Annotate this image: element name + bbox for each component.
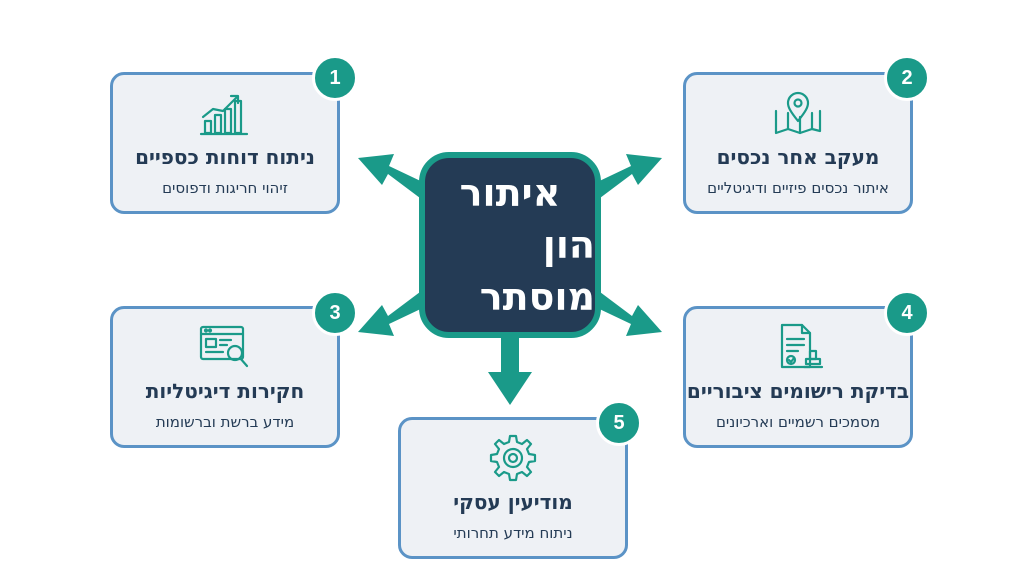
card-financial-reports: ניתוח דוחות כספיים זיהוי חריגות ודפוסים <box>110 72 340 214</box>
card-title: מודיעין עסקי <box>453 490 573 514</box>
center-title-line-1: איתור <box>459 171 561 215</box>
bar-chart-trend-icon <box>197 89 253 137</box>
arrow-to-card-3 <box>358 289 429 336</box>
card-subtitle: ניתוח מידע תחרותי <box>453 524 573 542</box>
card-title: מעקב אחר נכסים <box>716 145 880 169</box>
arrow-to-card-2 <box>591 154 662 201</box>
gear-icon <box>485 434 541 482</box>
document-stamp-icon <box>770 323 826 371</box>
center-title-line-2: הון מוסתר <box>479 223 595 319</box>
step-badge-3: 3 <box>312 290 358 336</box>
card-public-records: בדיקת רישומים ציבוריים מסמכים רשמיים ואר… <box>683 306 913 448</box>
step-badge-1: 1 <box>312 55 358 101</box>
step-badge-5: 5 <box>596 400 642 446</box>
step-badge-4: 4 <box>884 290 930 336</box>
card-subtitle: מסמכים רשמיים וארכיונים <box>715 413 881 431</box>
web-search-icon <box>197 323 253 371</box>
card-title: ניתוח דוחות כספיים <box>135 145 315 169</box>
card-subtitle: מידע ברשת וברשומות <box>155 413 295 431</box>
center-title-box: איתור הון מוסתר <box>419 152 601 338</box>
card-business-intelligence: מודיעין עסקי ניתוח מידע תחרותי <box>398 417 628 559</box>
card-title: בדיקת רישומים ציבוריים <box>686 379 910 403</box>
arrow-to-card-4 <box>591 289 662 336</box>
map-pin-icon <box>770 89 826 137</box>
card-subtitle: זיהוי חריגות ודפוסים <box>162 179 288 197</box>
card-subtitle: איתור נכסים פיזיים ודיגיטליים <box>707 179 889 197</box>
card-title: חקירות דיגיטליות <box>145 379 305 403</box>
step-badge-2: 2 <box>884 55 930 101</box>
arrow-to-card-1 <box>358 154 429 201</box>
arrow-to-card-5 <box>488 338 532 405</box>
card-digital-investigations: חקירות דיגיטליות מידע ברשת וברשומות <box>110 306 340 448</box>
card-asset-tracking: מעקב אחר נכסים איתור נכסים פיזיים ודיגיט… <box>683 72 913 214</box>
